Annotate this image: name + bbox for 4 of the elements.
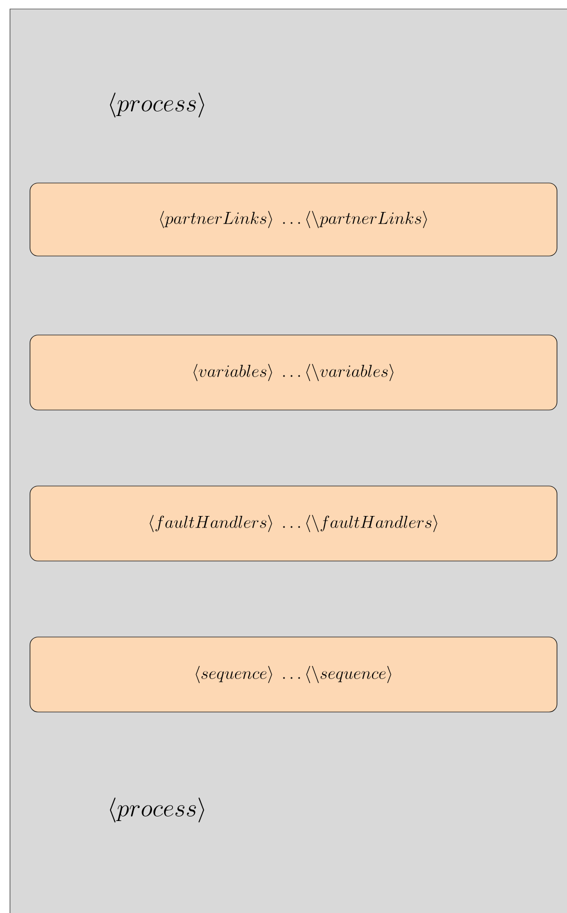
element-box: $\langle variables\rangle\;\ldots\langle\backslash variables\rangle$ [30,334,558,410]
element-box: $\langle partnerLinks\rangle\;\ldots\langle\backslash partnerLinks\rangle$ [30,182,558,256]
element-box: $\langle sequence\rangle\;\ldots\langle\backslash sequence\rangle$ [30,636,558,712]
element-box: $\langle faultHandlers\rangle\;\ldots\langle\backslash faultHandlers\rangle$ [30,486,558,562]
